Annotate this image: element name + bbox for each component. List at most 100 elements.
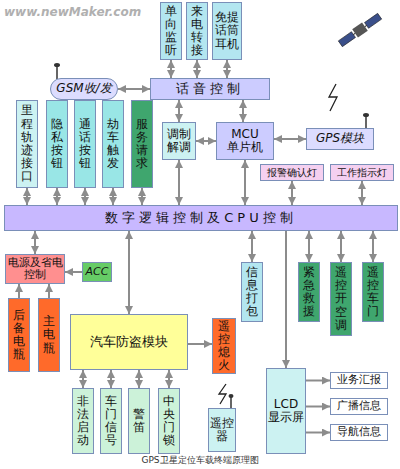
bus-arrow (84, 188, 86, 205)
bus-arrow (226, 60, 228, 78)
node-text: 数字逻辑控制及CPU控制 (105, 211, 296, 225)
bus-arrow (251, 231, 253, 262)
node-text: LCD 显示屏 (267, 398, 305, 424)
audio-device: 单向监听 (160, 2, 182, 60)
bus-arrow (110, 370, 112, 388)
bus-arrow (138, 370, 140, 388)
bus-arrow (112, 188, 114, 205)
node-text: 后备电瓶 (9, 309, 29, 362)
input-button: 隐私按钮 (46, 100, 68, 188)
output-function: 遥控车门 (362, 262, 384, 322)
mcu-box: MCU 单片机 (216, 122, 274, 160)
bus-arrow (168, 370, 170, 388)
bus-arrow (244, 160, 246, 205)
node-text: 工作指示灯 (337, 167, 387, 178)
panel-arm (365, 25, 367, 26)
node-text: 来电转接 (187, 5, 207, 58)
battery-box: 主电瓶 (38, 298, 60, 372)
node-text: GPS模块 (316, 132, 364, 145)
bus-arrow (291, 181, 293, 205)
node-text: 广播信息 (337, 400, 381, 412)
node-text: 服务请求 (132, 118, 152, 171)
antenna-symbol (229, 394, 234, 409)
alarm-output: 中央门锁 (158, 388, 180, 454)
satellite-icon (337, 12, 382, 48)
bus-arrow (65, 271, 82, 273)
radio-signal (219, 384, 226, 404)
bus-arrow (196, 140, 216, 142)
bus-arrow (242, 100, 244, 122)
remote-shutdown-box: 遥控熄火 (212, 318, 236, 374)
modem-box: 调制解调 (162, 122, 196, 160)
indicator-lamp: 工作指示灯 (330, 164, 394, 181)
output-function: 紧急救援 (298, 262, 320, 322)
node-text: 通话按钮 (75, 118, 95, 171)
cpu-bus-band: 数字逻辑控制及CPU控制 (4, 205, 398, 231)
gsm-module: GSM收/发 (50, 78, 118, 100)
bus-arrow (26, 188, 28, 205)
solar-panel (365, 13, 382, 28)
node-text: 紧急救援 (299, 266, 319, 319)
diagram-caption: GPS卫星定位车载终端原理图 (0, 456, 400, 466)
remote-control-box: 遥控器 (208, 408, 236, 452)
node-text: 主电瓶 (39, 315, 59, 355)
node-text: 导航信息 (337, 426, 381, 438)
node-text: 里程轨迹接口 (17, 104, 37, 183)
input-button: 通话按钮 (74, 100, 96, 188)
watermark: www.newMaker.com (4, 6, 141, 19)
bus-arrow (285, 231, 287, 368)
bus-arrow (188, 343, 212, 345)
bus-arrow (82, 370, 84, 388)
node-text: 非法启动 (73, 395, 93, 448)
alarm-input: 非法启动 (72, 388, 94, 454)
bus-arrow (56, 188, 58, 205)
node-text: 遥控车门 (363, 266, 383, 319)
antenna-symbol (363, 113, 369, 129)
antenna-tip (363, 113, 369, 117)
audio-device: 来电转接 (186, 2, 208, 60)
node-text: MCU 单片机 (226, 128, 264, 154)
node-text: 遥控熄火 (213, 320, 235, 373)
node-text: 隐私按钮 (47, 118, 67, 171)
bus-arrow (372, 231, 374, 262)
antenna-symbol (54, 63, 60, 79)
antenna-tip (229, 394, 234, 398)
panel-arm (353, 33, 355, 34)
bus-arrow (170, 60, 172, 78)
acc-box: ACC (82, 262, 112, 282)
solar-panel (338, 32, 355, 47)
display-item: 导航信息 (330, 424, 388, 441)
node-text: 话音控制 (176, 82, 244, 96)
bus-arrow (128, 231, 130, 314)
voice-control-box: 话音控制 (150, 78, 270, 100)
bus-arrow (274, 138, 306, 140)
data-packing-box: 信息打包 (241, 262, 263, 322)
display-item: 业务汇报 (330, 372, 388, 389)
bus-arrow (306, 406, 330, 408)
node-text: GSM收/发 (56, 82, 111, 95)
bus-arrow (306, 432, 330, 434)
alarm-input: 车门信号 (100, 388, 122, 454)
node-text: 汽车防盗模块 (90, 335, 168, 349)
bus-arrow (178, 100, 180, 122)
bus-arrow (308, 231, 310, 262)
node-text: 单向监听 (161, 5, 181, 58)
display-item: 广播信息 (330, 398, 388, 415)
indicator-lamp: 报警确认灯 (260, 164, 324, 181)
node-text: 调制解调 (163, 128, 195, 154)
bus-arrow (34, 231, 36, 254)
bus-arrow (361, 181, 363, 205)
bus-arrow (18, 284, 20, 298)
node-text: 遥控开空调 (331, 266, 351, 332)
input-button: 劫车触发 (102, 100, 124, 188)
bus-arrow (306, 380, 330, 382)
antenna-mast (56, 66, 58, 79)
bus-arrow (196, 60, 198, 78)
alarm-output: 警笛 (128, 388, 150, 454)
power-control-box: 电源及省电控制 (5, 254, 65, 284)
node-text: 中央门锁 (159, 395, 179, 448)
node-text: 电源及省电控制 (6, 257, 64, 281)
input-button: 服务请求 (131, 100, 153, 188)
node-text: 免提话筒耳机 (213, 11, 241, 51)
